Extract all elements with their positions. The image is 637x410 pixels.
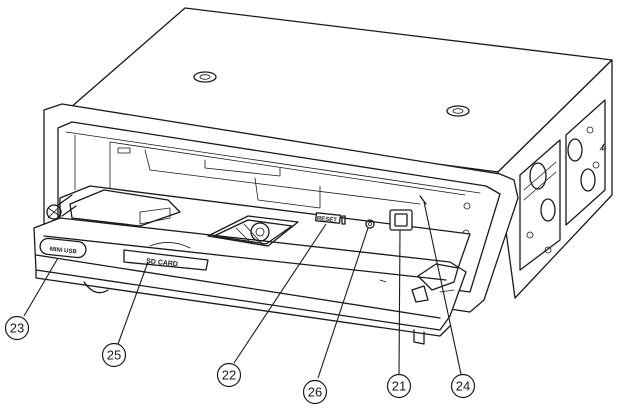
screw <box>46 204 62 220</box>
sd-card-label: SD CARD <box>146 258 178 268</box>
callout-label: 22 <box>222 368 236 383</box>
latch-block <box>69 189 181 227</box>
leader-26 <box>317 227 369 379</box>
leader-21 <box>398 229 401 375</box>
reset-button: RESET <box>314 212 346 225</box>
release-button <box>389 209 413 231</box>
aux-jack <box>365 219 375 229</box>
leader-23 <box>23 257 59 317</box>
callout-circle <box>4 315 30 341</box>
leader-22 <box>233 223 327 364</box>
mini-usb-port: MINI USB <box>39 237 87 259</box>
disc-slot-edge <box>419 195 427 205</box>
callout-25: 25 <box>101 342 127 368</box>
callout-23: 23 <box>4 315 30 341</box>
callout-circle <box>216 362 242 388</box>
mini-usb-label: MINI USB <box>49 247 77 256</box>
callout-circle <box>386 373 412 399</box>
top-hole-2 <box>446 105 470 117</box>
callout-21: 21 <box>386 373 412 399</box>
callout-label: 25 <box>107 348 121 363</box>
callout-24: 24 <box>450 373 476 399</box>
panel-front <box>33 217 467 331</box>
top-hole-1 <box>193 71 217 83</box>
callout-circle <box>101 342 127 368</box>
callout-label: 21 <box>392 379 406 394</box>
sd-card-slot: SD CARD <box>123 242 209 271</box>
reset-label: RESET <box>317 216 338 224</box>
leader-lines <box>23 201 462 379</box>
side-bracket <box>519 99 607 271</box>
front-panel <box>33 185 471 345</box>
callout-label: 26 <box>308 385 322 400</box>
callout-circle <box>450 373 476 399</box>
callout-circle <box>302 379 328 405</box>
callout-label: 23 <box>10 321 24 336</box>
callout-26: 26 <box>302 379 328 405</box>
leader-24 <box>423 201 462 375</box>
callout-22: 22 <box>216 362 242 388</box>
callout-label: 24 <box>456 379 470 394</box>
center-mechanism <box>207 215 299 247</box>
leader-25 <box>117 261 149 345</box>
